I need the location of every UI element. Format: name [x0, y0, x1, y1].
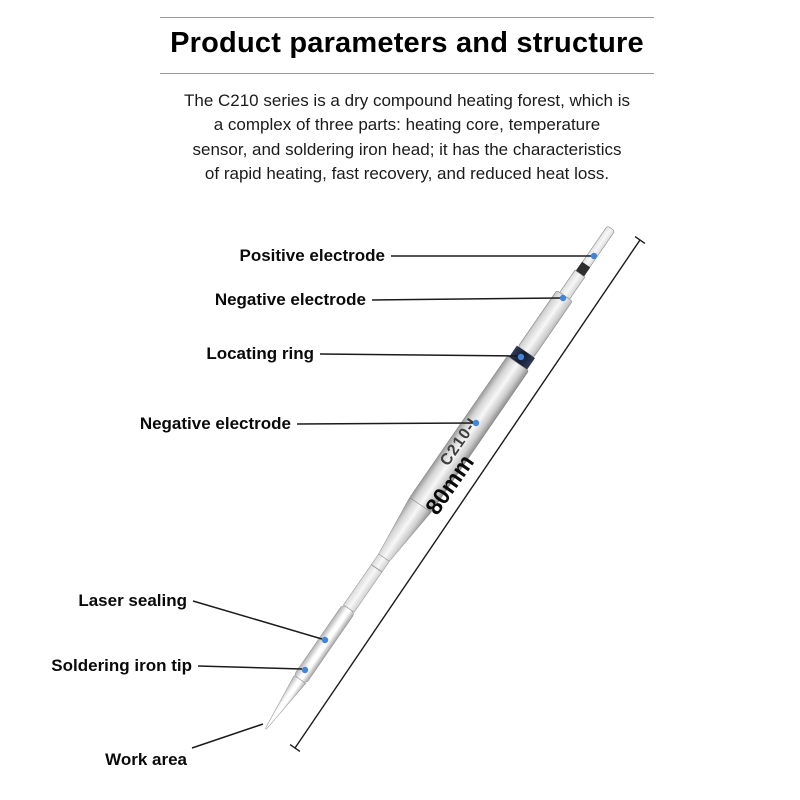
label-positive-electrode: Positive electrode [239, 246, 385, 265]
dimension [289, 236, 646, 752]
soldering-iron: C210-I [265, 226, 615, 730]
intro-line-1: The C210 series is a dry compound heatin… [183, 91, 630, 110]
shaft-seam [370, 564, 383, 573]
label-work-area: Work area [105, 750, 187, 769]
leader-soldering-iron-tip [197, 665, 303, 670]
tip-cone [265, 675, 307, 730]
intro-line-4: of rapid heating, fast recovery, and red… [204, 163, 610, 183]
leader-negative-electrode-2 [296, 422, 474, 425]
taper-section [378, 497, 432, 562]
intro-line-2: a complex of three parts: heating core, … [213, 115, 601, 135]
page-title: Product parameters and structure [170, 27, 644, 59]
label-negative-electrode-1: Negative electrode [214, 290, 366, 309]
label-laser-sealing: Laser sealing [78, 591, 187, 610]
leader-locating-ring [319, 353, 519, 357]
label-negative-electrode-2: Negative electrode [139, 414, 291, 433]
marker-dots [301, 252, 598, 674]
label-soldering-iron-tip: Soldering iron tip [51, 656, 192, 675]
leader-lines [191, 255, 591, 749]
shaft [343, 553, 390, 613]
leader-laser-sealing [192, 600, 323, 640]
intro-paragraph: The C210 series is a dry compound heatin… [150, 89, 664, 186]
title-rule-top [160, 17, 654, 18]
electrode-band [575, 261, 591, 277]
dot-laser-sealing [321, 636, 329, 644]
dot-negative-electrode-2 [472, 419, 480, 427]
positive-electrode-pin [581, 226, 615, 269]
dot-positive-electrode [590, 252, 598, 260]
dimension-tick-bottom [289, 744, 301, 752]
label-locating-ring: Locating ring [206, 344, 314, 363]
dimension-line [294, 239, 641, 749]
leader-work-area [191, 723, 264, 749]
dot-locating-ring [517, 353, 525, 361]
dimension-tick-top [634, 236, 646, 244]
title-rule-bottom [160, 73, 654, 74]
intro-line-3: sensor, and soldering iron head; it has … [192, 139, 622, 159]
dot-soldering-iron-tip [301, 666, 309, 674]
leader-negative-electrode-1 [371, 297, 561, 301]
dot-negative-electrode-1 [559, 294, 567, 302]
